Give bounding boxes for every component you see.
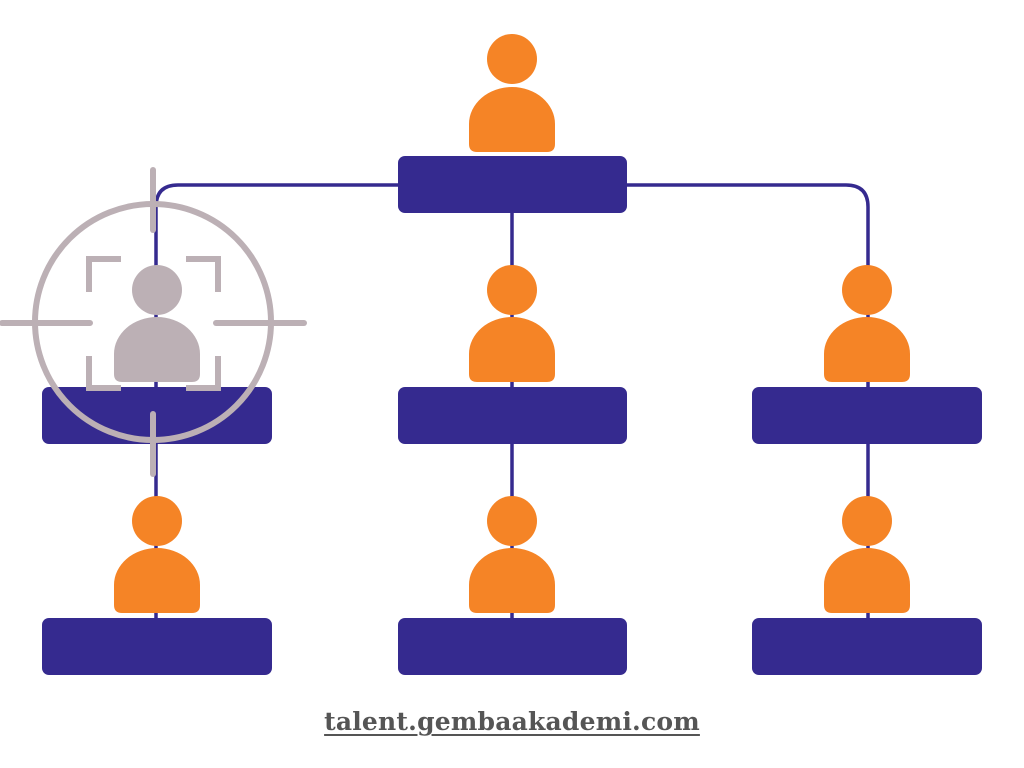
- footer-website-link[interactable]: talent.gembaakademi.com: [324, 707, 700, 736]
- targeted-person-icon: [114, 265, 200, 382]
- org-node-box: [398, 618, 627, 675]
- focus-bracket-tl: [86, 256, 121, 292]
- org-node-left-sub: [42, 496, 272, 675]
- focus-bracket-tr: [186, 256, 221, 292]
- person-icon: [114, 496, 200, 613]
- person-icon: [469, 34, 555, 152]
- person-icon: [824, 265, 910, 382]
- person-icon: [469, 496, 555, 613]
- connector-top-to-right: [626, 183, 870, 390]
- org-node-box: [752, 618, 982, 675]
- org-node-box: [398, 156, 627, 213]
- org-node-right: [752, 265, 982, 444]
- org-node-box: [752, 387, 982, 444]
- org-node-center: [398, 265, 627, 444]
- org-node-top: [398, 34, 627, 213]
- person-icon: [469, 265, 555, 382]
- org-node-right-sub: [752, 496, 982, 675]
- focus-bracket-bl: [86, 356, 121, 391]
- crosshair-target-icon: [0, 167, 307, 477]
- focus-bracket-br: [186, 356, 221, 391]
- person-icon: [824, 496, 910, 613]
- org-node-box: [398, 387, 627, 444]
- org-node-center-sub: [398, 496, 627, 675]
- org-node-box: [42, 618, 272, 675]
